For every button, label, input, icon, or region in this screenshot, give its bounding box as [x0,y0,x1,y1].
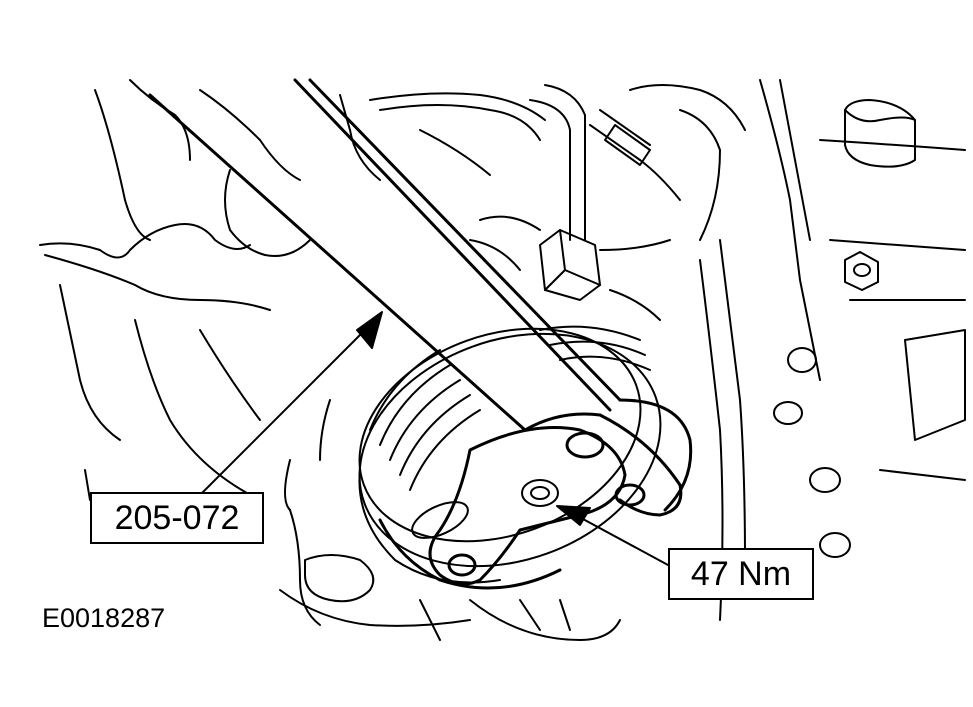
lower-bracket [279,399,621,641]
torque-leader-arrow [556,505,669,566]
special-tool-number: 205-072 [114,499,240,537]
torque-callout: 47 Nm [668,548,814,600]
engine-block-right [699,79,966,621]
holding-tool-205-072 [148,78,693,590]
figure-id: E0018287 [42,603,166,633]
torque-value: 47 Nm [690,555,792,593]
crankshaft-pulley [358,325,662,584]
pipes [339,84,746,241]
pipe-fitting [469,215,671,321]
engine-block-left [39,79,311,501]
special-tool-callout: 205-072 [90,492,264,544]
tool-leader-arrow [199,311,383,496]
center-bolt [521,479,559,507]
